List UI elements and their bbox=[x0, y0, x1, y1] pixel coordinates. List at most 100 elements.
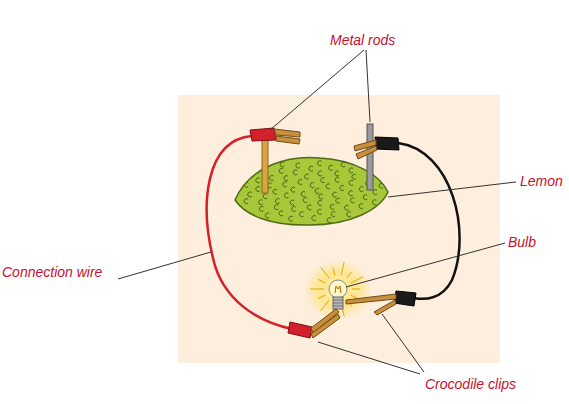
crocodile-clip bbox=[311, 314, 340, 338]
lemon-texture-mark bbox=[291, 187, 295, 192]
lemon-texture-mark bbox=[359, 187, 363, 192]
lemon-texture-mark bbox=[244, 199, 248, 204]
light-ray bbox=[318, 279, 325, 282]
lemon-texture-mark bbox=[318, 209, 322, 214]
lemon-texture-mark bbox=[301, 192, 305, 197]
light-rays bbox=[310, 262, 363, 317]
lemon-texture-mark bbox=[373, 190, 377, 195]
lemon-texture-mark bbox=[333, 192, 337, 197]
crocodile-clip bbox=[346, 294, 396, 304]
leader-line bbox=[366, 50, 370, 122]
lemon-texture-mark bbox=[319, 194, 323, 199]
bulb-base bbox=[333, 297, 343, 309]
lemon-texture-mark bbox=[318, 200, 322, 205]
lemon-texture-mark bbox=[279, 168, 283, 173]
lemon-texture-mark bbox=[289, 216, 293, 221]
filament bbox=[335, 286, 341, 293]
crocodile-clip bbox=[374, 300, 396, 315]
light-ray bbox=[351, 277, 364, 283]
lemon-texture-mark bbox=[293, 170, 297, 175]
light-ray bbox=[318, 295, 325, 298]
light-ray bbox=[347, 272, 352, 278]
crocodile-clip bbox=[288, 322, 312, 338]
crocodile-clip bbox=[276, 136, 300, 144]
lemon-texture-mark bbox=[284, 176, 288, 181]
bulb-thread bbox=[333, 300, 343, 306]
black-wire bbox=[398, 143, 460, 299]
lemon-texture-mark bbox=[349, 191, 353, 196]
light-ray bbox=[341, 262, 344, 276]
crocodile-clip bbox=[356, 146, 377, 159]
lemon-texture-mark bbox=[290, 200, 294, 205]
red-wire bbox=[207, 136, 292, 329]
lemon-texture-mark bbox=[359, 204, 363, 209]
leader-line bbox=[388, 182, 516, 197]
light-ray bbox=[352, 289, 360, 290]
lemon-texture-mark bbox=[352, 174, 356, 179]
light-ray bbox=[321, 300, 330, 311]
light-ray bbox=[321, 267, 330, 278]
lemon-texture-mark bbox=[259, 200, 263, 205]
background-panel bbox=[178, 95, 500, 363]
part-label: Lemon bbox=[520, 174, 563, 189]
leader-line bbox=[318, 342, 420, 374]
lemon-texture-mark bbox=[303, 198, 307, 203]
lemon-texture-mark bbox=[263, 194, 267, 199]
lemon-texture-mark bbox=[276, 199, 280, 204]
lemon-texture-mark bbox=[280, 162, 284, 167]
part-label: Connection wire bbox=[2, 265, 102, 280]
lemon-texture-mark bbox=[330, 204, 334, 209]
lemon-texture-mark bbox=[296, 163, 300, 168]
lemon-texture-mark bbox=[340, 186, 344, 191]
lemon-texture-mark bbox=[256, 186, 260, 191]
lemon-texture-mark bbox=[284, 193, 288, 198]
lemon-texture-mark bbox=[244, 182, 248, 187]
lemon-texture-mark bbox=[347, 212, 351, 217]
crocodile-clip bbox=[375, 137, 399, 150]
metal-rod bbox=[367, 124, 373, 190]
lemon-texture-mark bbox=[329, 165, 333, 170]
lemon-texture-mark bbox=[379, 183, 383, 188]
lemon-texture-mark bbox=[349, 180, 353, 185]
part-label: Metal rods bbox=[330, 33, 395, 48]
lemon-texture-mark bbox=[327, 218, 331, 223]
part-label: Crocodile clips bbox=[425, 377, 516, 392]
lemon-texture-mark bbox=[318, 171, 322, 176]
leader-lines bbox=[118, 50, 516, 374]
lemon-texture-mark bbox=[292, 206, 296, 211]
lemon-texture-mark bbox=[372, 200, 376, 205]
lemon-texture-mark bbox=[283, 182, 287, 187]
leader-line bbox=[346, 243, 505, 287]
lemon bbox=[235, 157, 388, 225]
leader-line bbox=[118, 252, 211, 279]
light-ray bbox=[333, 268, 335, 276]
lemon-texture-mark bbox=[321, 178, 325, 183]
lemon-texture-mark bbox=[259, 206, 263, 211]
lemon-texture-mark bbox=[299, 212, 303, 217]
lemon-texture-mark bbox=[331, 212, 335, 217]
lemon-texture-mark bbox=[305, 174, 309, 179]
lemon-texture-mark bbox=[350, 198, 354, 203]
lemon-texture-mark bbox=[273, 189, 277, 194]
lemon-texture-mark bbox=[279, 211, 283, 216]
lemon-texture-mark bbox=[256, 178, 260, 183]
lemon-texture-mark bbox=[326, 184, 330, 189]
lemon-texture-mark bbox=[349, 168, 353, 173]
lemon-texture-mark bbox=[307, 205, 311, 210]
lemon-texture-mark bbox=[315, 189, 319, 194]
leader-line bbox=[270, 50, 364, 130]
lemon-texture-mark bbox=[274, 205, 278, 210]
lemon-texture-mark bbox=[336, 198, 340, 203]
lemon-texture-mark bbox=[335, 171, 339, 176]
lemon-texture-mark bbox=[249, 172, 253, 177]
leader-line bbox=[382, 314, 424, 372]
lemon-texture-mark bbox=[269, 175, 273, 180]
crocodile-clip bbox=[250, 128, 276, 141]
crocodile-clip bbox=[394, 291, 416, 306]
bulb bbox=[329, 280, 347, 298]
lemon-texture-mark bbox=[309, 166, 313, 171]
lemon-texture-mark bbox=[298, 179, 302, 184]
lemon-texture-mark bbox=[312, 216, 316, 221]
lemon-texture-mark bbox=[318, 161, 322, 166]
